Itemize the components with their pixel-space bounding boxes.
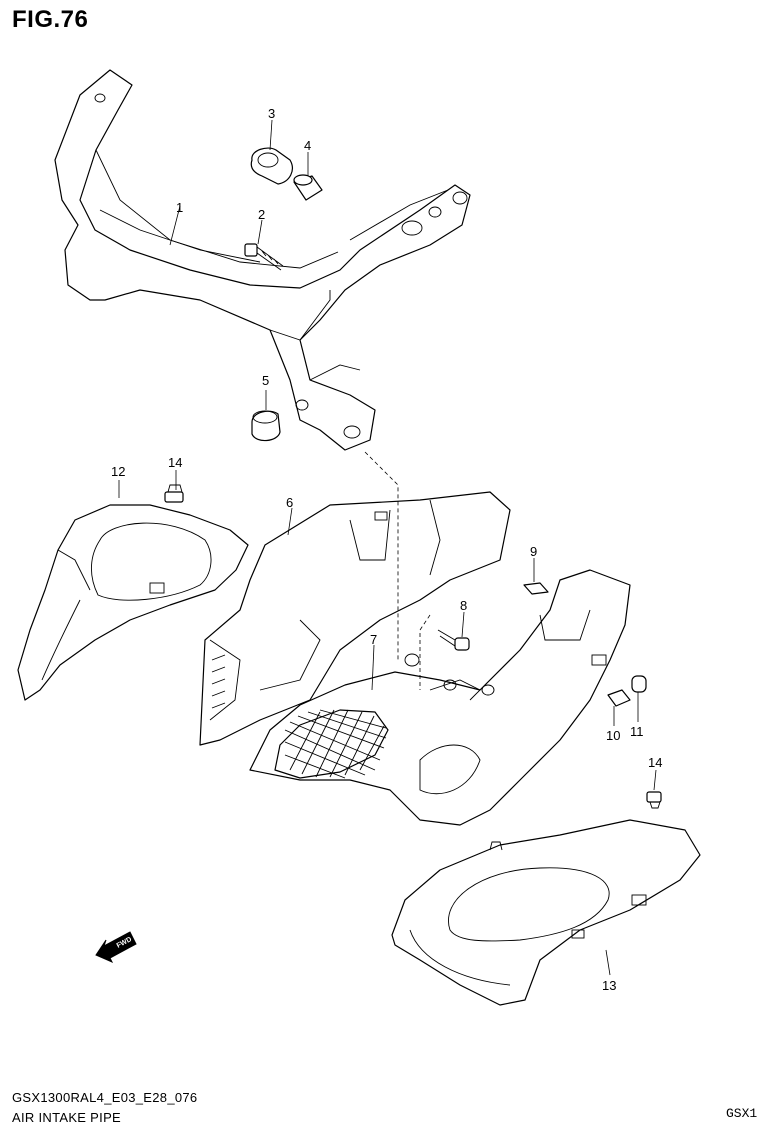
part-7-intake-pipe <box>249 569 631 826</box>
fwd-arrow-icon: FWD <box>95 931 137 964</box>
callout-3: 3 <box>268 106 275 121</box>
part-14-clip-lower <box>646 791 662 809</box>
part-14-clip-upper <box>164 484 184 503</box>
corner-code: GSX1 <box>726 1106 758 1121</box>
callout-13: 13 <box>602 978 616 993</box>
part-13-cover <box>391 819 701 1006</box>
part-9-nut <box>523 582 549 595</box>
callout-10: 10 <box>606 728 620 743</box>
diagram-name: AIR INTAKE PIPE <box>12 1110 122 1125</box>
callout-1: 1 <box>176 200 183 215</box>
callout-11: 11 <box>630 724 644 739</box>
diagram-code: GSX1300RAL4_E03_E28_076 <box>12 1090 198 1105</box>
part-2-bolt <box>244 243 284 271</box>
leader-lines <box>118 119 657 976</box>
mesh-grille <box>284 709 387 779</box>
part-1-bracket <box>54 69 471 451</box>
callout-2: 2 <box>258 207 265 222</box>
part-5-grommet <box>251 410 281 442</box>
callout-8: 8 <box>460 598 467 613</box>
callout-5: 5 <box>262 373 269 388</box>
callout-12: 12 <box>111 464 125 479</box>
part-12-inner-panel <box>17 504 249 701</box>
part-11-grommet <box>631 675 647 693</box>
callout-7: 7 <box>370 632 377 647</box>
figure-title: FIG.76 <box>12 6 89 33</box>
callout-6: 6 <box>286 495 293 510</box>
part-10-nut <box>607 689 631 707</box>
callout-14-upper: 14 <box>168 455 182 470</box>
part-6-duct <box>199 491 511 746</box>
part-3-grommet <box>250 147 293 185</box>
callout-9: 9 <box>530 544 537 559</box>
callout-14-lower: 14 <box>648 755 662 770</box>
callout-labels: 1 2 3 4 5 6 7 8 9 10 11 12 14 14 13 <box>111 106 662 993</box>
part-4-collar <box>293 174 323 201</box>
part-8-screw <box>437 629 470 651</box>
callout-4: 4 <box>304 138 311 153</box>
